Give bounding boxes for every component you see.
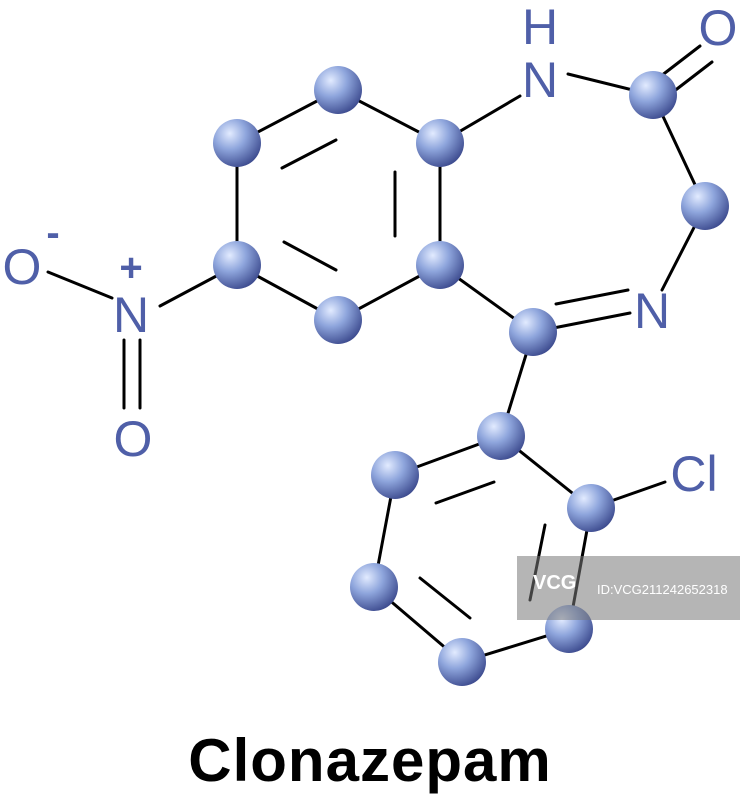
molecule-title: Clonazepam xyxy=(188,727,552,794)
atom-label-nitro-o-left: O xyxy=(3,239,42,295)
atom-sphere xyxy=(416,119,464,167)
atom-sphere xyxy=(477,412,525,460)
atom-label-nh: N xyxy=(522,52,558,108)
bond xyxy=(282,240,338,272)
bond xyxy=(434,480,496,505)
watermark-id: ID:VCG211242652318 xyxy=(597,582,728,597)
atom-label-imine-n: N xyxy=(634,283,670,339)
charge-minus: - xyxy=(46,211,59,255)
watermark-overlay: VCG ID:VCG211242652318 xyxy=(517,556,740,620)
bond xyxy=(280,138,338,170)
atom-label-carbonyl-o: O xyxy=(699,0,738,56)
bond xyxy=(554,288,630,306)
atom-label-nitro-o-bottom: O xyxy=(114,411,153,467)
atom-sphere xyxy=(438,638,486,686)
atom-sphere xyxy=(314,66,362,114)
atom-sphere xyxy=(371,451,419,499)
atom-sphere xyxy=(629,71,677,119)
atom-sphere xyxy=(213,119,261,167)
atom-label-h: H xyxy=(522,0,558,55)
atom-sphere xyxy=(314,296,362,344)
charge-plus: + xyxy=(119,246,142,290)
atom-labels: H N O N Cl N + O - O xyxy=(3,0,738,502)
atom-sphere xyxy=(509,308,557,356)
atom-sphere xyxy=(681,182,729,230)
atom-sphere xyxy=(416,241,464,289)
atom-sphere xyxy=(567,484,615,532)
carbon-atoms xyxy=(213,66,729,686)
atom-sphere xyxy=(213,241,261,289)
atom-label-nitro-n: N xyxy=(113,287,149,343)
bond xyxy=(46,270,114,300)
atom-sphere xyxy=(350,563,398,611)
atom-label-chlorine: Cl xyxy=(670,446,717,502)
watermark-logo: VCG xyxy=(533,572,577,594)
bond xyxy=(418,576,472,620)
